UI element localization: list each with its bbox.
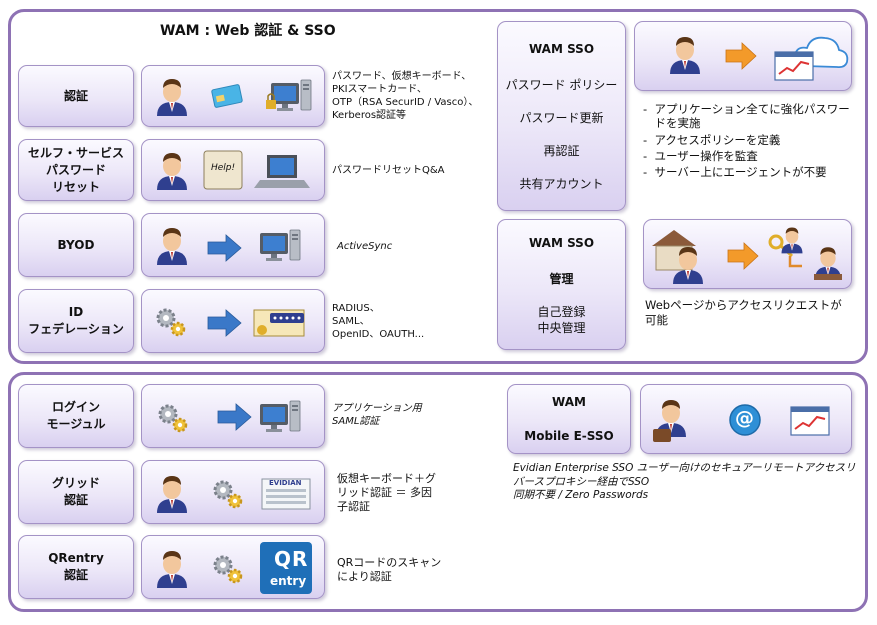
- chart-window-icon: [774, 51, 814, 81]
- auth-icon-box: [141, 65, 325, 127]
- computer-icon: [259, 229, 301, 262]
- email-icon-symbol: @: [735, 407, 754, 429]
- wam-sso-title: WAM SSO: [528, 42, 595, 56]
- wam-mgmt-subtitle: 管理: [549, 272, 574, 286]
- byod-desc: ActiveSync: [337, 241, 393, 252]
- grid-auth-desc: 仮想キーボード＋グ リッド認証 ＝ 多因 子認証: [337, 472, 436, 513]
- wam-sso-item: 再認証: [543, 144, 580, 158]
- laptop-icon: [254, 155, 310, 188]
- id-federation-icon-box: [141, 289, 325, 353]
- bullet-item: - アプリケーション全てに強化パスワードを実施: [643, 102, 850, 130]
- user-briefcase-icon: [653, 400, 686, 442]
- help-card-icon: [203, 150, 243, 190]
- login-module-label: ログイン モージュル: [46, 400, 106, 431]
- grid-card-text: EVIDIAN: [269, 479, 302, 487]
- grid-auth-label: グリッド 認証: [51, 476, 100, 507]
- help-card-text: Help!: [211, 163, 236, 173]
- self-service-label-box[interactable]: セルフ・サービス パスワード リセット: [18, 139, 134, 201]
- wam-mgmt-item: 自己登録: [537, 305, 586, 319]
- auth-desc: パスワード、仮想キーボード、 PKIスマートカード、 OTP（RSA Secur…: [332, 71, 479, 121]
- mobile-caption: Evidian Enterprise SSO ユーザー向けのセキュアーリモートア…: [513, 462, 856, 501]
- lock-monitor-icon: [266, 79, 312, 112]
- qrentry-icon-box: QR entry: [141, 535, 325, 599]
- wam-sso-box[interactable]: WAM SSO パスワード ポリシー パスワード更新 再認証 共有アカウント: [497, 21, 626, 211]
- qrentry-label-box[interactable]: QRentry 認証: [18, 535, 134, 599]
- login-module-label-box[interactable]: ログイン モージュル: [18, 384, 134, 448]
- self-service-icon-box: Help!: [141, 139, 325, 201]
- bullet-item: - アクセスポリシーを定義: [643, 133, 781, 147]
- wam-mgmt-box[interactable]: WAM SSO 管理 自己登録 中央管理: [497, 219, 626, 350]
- id-federation-label: ID フェデレーション: [28, 305, 124, 336]
- self-service-label: セルフ・サービス パスワード リセット: [27, 145, 124, 194]
- wam-sso-item: パスワード更新: [519, 111, 604, 125]
- wam-mobile-box[interactable]: WAM Mobile E-SSO: [507, 384, 631, 454]
- mobile-icon-box: @: [640, 384, 852, 454]
- admin-user-icon: [814, 247, 842, 280]
- qrentry-label: QRentry 認証: [48, 551, 104, 582]
- bullet-item: - サーバー上にエージェントが不要: [643, 165, 827, 179]
- wam-mobile-title: WAM: [552, 395, 586, 409]
- qr-logo-icon: [260, 542, 312, 594]
- auth-label-box[interactable]: 認証: [18, 65, 134, 127]
- wam-sso-item: パスワード ポリシー: [505, 78, 618, 92]
- key-user-icon: [768, 227, 803, 268]
- grid-auth-label-box[interactable]: グリッド 認証: [18, 460, 134, 524]
- credit-card-icon: [211, 84, 243, 108]
- qr-logo-word: entry: [270, 574, 307, 588]
- sso-cloud-icon-box: [634, 21, 852, 91]
- byod-icon-box: [141, 213, 325, 277]
- self-service-desc: パスワードリセットQ&A: [332, 165, 445, 176]
- byod-label: BYOD: [57, 237, 95, 252]
- bullet-item: - ユーザー操作を監査: [643, 149, 758, 163]
- top-title: WAM : Web 認証 & SSO: [160, 23, 336, 39]
- mgmt-caption: Webページからアクセスリクエストが可能: [645, 298, 842, 327]
- qr-logo-letters: QR: [274, 547, 309, 571]
- wam-mgmt-title: WAM SSO: [528, 236, 595, 250]
- certificate-icon: [253, 309, 305, 337]
- wam-mobile-subtitle: Mobile E-SSO: [524, 429, 614, 443]
- grid-auth-icon-box: EVIDIAN: [141, 460, 325, 524]
- id-federation-label-box[interactable]: ID フェデレーション: [18, 289, 134, 353]
- qrentry-desc: QRコードのスキャン により認証: [337, 556, 442, 583]
- chart-window-icon: [790, 406, 830, 436]
- computer-icon: [259, 400, 301, 433]
- wam-mgmt-item: 中央管理: [537, 321, 586, 335]
- login-module-desc: アプリケーション用 SAML認証: [332, 403, 422, 427]
- login-module-icon-box: [141, 384, 325, 448]
- auth-label: 認証: [63, 88, 88, 103]
- byod-label-box[interactable]: BYOD: [18, 213, 134, 277]
- email-icon: [729, 404, 761, 436]
- grid-card-icon: [261, 478, 311, 510]
- mgmt-icon-box: [643, 219, 852, 289]
- id-federation-desc: RADIUS、 SAML、 OpenID、OAUTH...: [332, 303, 425, 340]
- wam-sso-item: 共有アカウント: [519, 177, 604, 191]
